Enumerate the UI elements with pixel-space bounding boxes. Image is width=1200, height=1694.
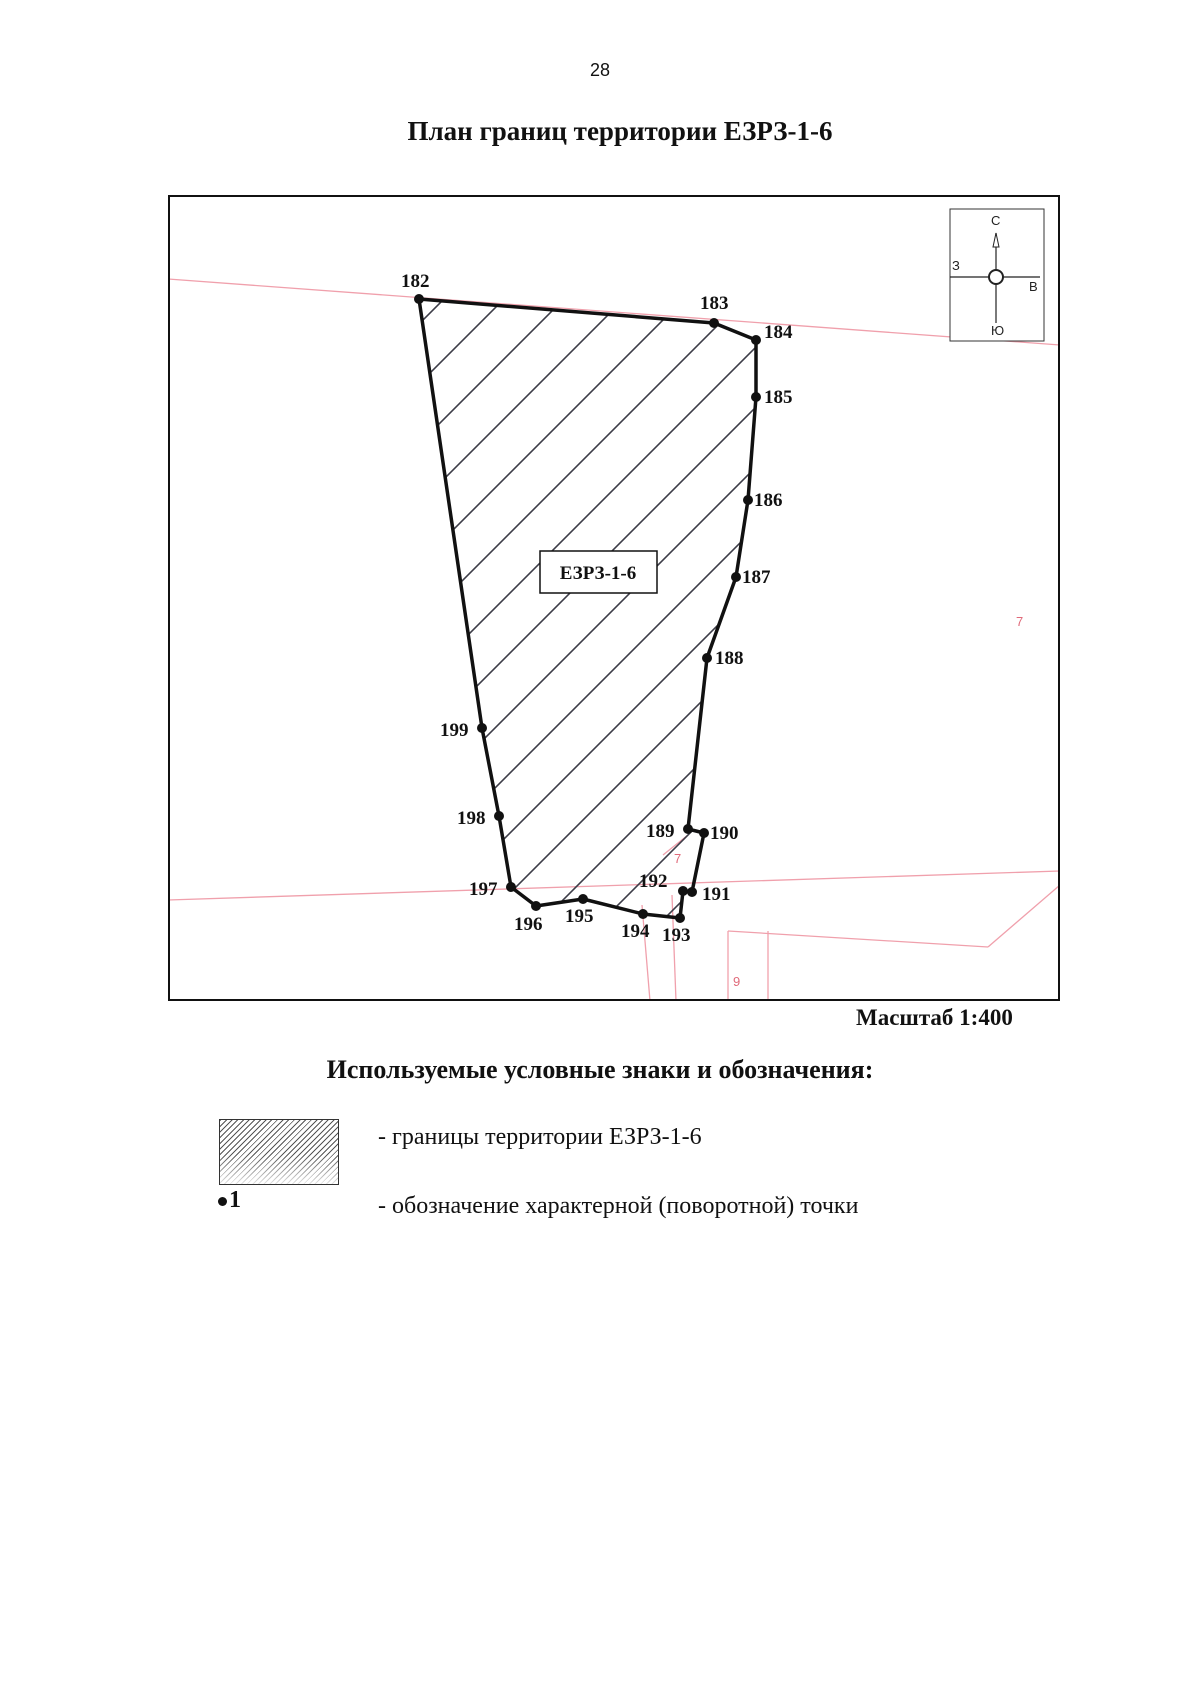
hatch-line [419, 299, 756, 918]
turning-point-188 [702, 653, 712, 663]
turning-point-label-197: 197 [469, 879, 498, 900]
turning-point-label-195: 195 [565, 906, 594, 927]
turning-point-184 [751, 335, 761, 345]
turning-point-label-186: 186 [754, 490, 783, 511]
turning-point-label-185: 185 [764, 387, 793, 408]
turning-point-198 [494, 811, 504, 821]
boundary-map: 182 183 184 185 186 187 188 189 190 191 192 193 194 1… [168, 195, 1060, 1001]
hatch-line [419, 299, 669, 918]
turning-point-191 [687, 887, 697, 897]
hatch-line [419, 299, 756, 918]
hatch-line [419, 299, 756, 918]
turning-point-label-192: 192 [639, 871, 668, 892]
turning-point-183 [709, 318, 719, 328]
parcel-label-2: 7 [1016, 614, 1023, 629]
hatch-line [419, 299, 756, 918]
turning-point-label-191: 191 [702, 884, 731, 905]
turning-point-label-188: 188 [715, 648, 744, 669]
turning-point-182 [414, 294, 424, 304]
legend-point-symbol: 1 [218, 1187, 241, 1214]
hatch-line [419, 299, 729, 918]
hatch-line [419, 299, 429, 918]
parcel-line [641, 904, 651, 1001]
parcel-line [727, 930, 989, 948]
parcel-label-7: 7 [674, 851, 681, 866]
parcel-line [168, 870, 1060, 901]
hatch-line [419, 299, 489, 918]
page-title: План границ территории ЕЗРЗ-1-6 [407, 116, 833, 146]
turning-point-label-189: 189 [646, 821, 675, 842]
parcel-line [168, 278, 1060, 346]
page-number: 28 [589, 60, 611, 80]
turning-point-label-193: 193 [662, 925, 691, 946]
cadastral-parcel-lines [168, 278, 1060, 1001]
turning-point-197 [506, 882, 516, 892]
hatch-line [168, 195, 368, 1001]
parcel-label-9: 9 [733, 974, 740, 989]
map-frame [168, 195, 1060, 1001]
legend-item-zone-boundary: - границы территории ЕЗРЗ-1-6 [378, 1124, 702, 1150]
turning-point-label-182: 182 [401, 271, 430, 292]
turning-point-label-198: 198 [457, 808, 486, 829]
compass-east-label: В [1029, 279, 1038, 294]
turning-point-193 [675, 913, 685, 923]
turning-point-label-183: 183 [700, 293, 729, 314]
turning-point-label-187: 187 [742, 567, 771, 588]
turning-point-label-194: 194 [621, 921, 650, 942]
compass-south-label: Ю [991, 323, 1004, 338]
turning-point-186 [743, 495, 753, 505]
hatch-line [419, 299, 756, 918]
zone-label-box: ЕЗРЗ-1-6 [539, 550, 658, 594]
point-dot-icon [218, 1196, 227, 1206]
turning-point-195 [578, 894, 588, 904]
compass-north-label: С [991, 213, 1000, 228]
compass-rose: С Ю В З [949, 208, 1045, 342]
legend-point-symbol-text: 1 [229, 1187, 241, 1213]
legend-title: Используемые условные знаки и обозначени… [326, 1055, 874, 1084]
turning-point-label-196: 196 [514, 914, 543, 935]
zone-label: ЕЗРЗ-1-6 [560, 563, 636, 584]
legend-hatch-swatch [219, 1119, 339, 1185]
turning-point-187 [731, 572, 741, 582]
turning-point-185 [751, 392, 761, 402]
turning-point-label-184: 184 [764, 322, 793, 343]
turning-point-label-199: 199 [440, 720, 469, 741]
hatch-line [419, 299, 756, 918]
compass-west-label: З [952, 258, 960, 273]
turning-point-190 [699, 828, 709, 838]
legend-item-turning-point: - обозначение характерной (поворотной) т… [378, 1193, 859, 1219]
map-scale: Масштаб 1:400 [856, 1005, 1013, 1030]
parcel-line [987, 884, 1060, 948]
turning-point-189 [683, 824, 693, 834]
turning-points: 182 183 184 185 186 187 188 189 190 191 192 193 194 1… [401, 271, 793, 946]
hatch-line [419, 299, 609, 918]
parcel-line [671, 894, 677, 1001]
turning-point-196 [531, 901, 541, 911]
turning-point-192 [678, 886, 688, 896]
turning-point-label-190: 190 [710, 823, 739, 844]
turning-point-194 [638, 909, 648, 919]
turning-point-199 [477, 723, 487, 733]
